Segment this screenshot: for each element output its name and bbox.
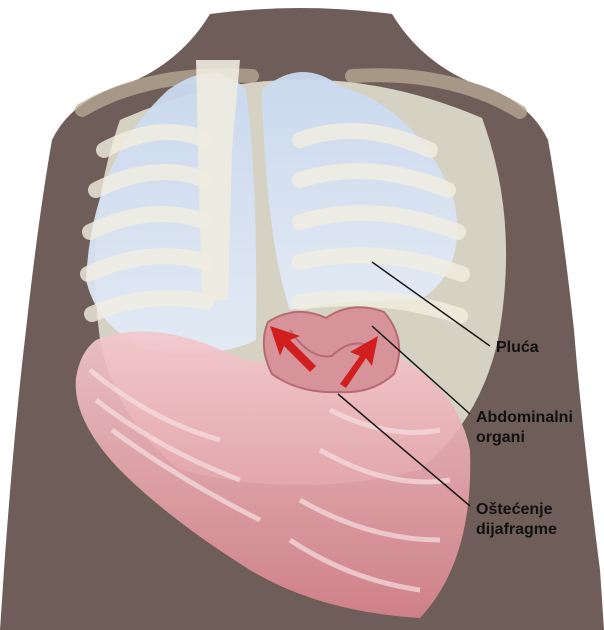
label-abdominal-organs-line2: organi	[476, 428, 573, 448]
label-diaphragm-damage: Oštećenje dijafragme	[476, 500, 557, 540]
label-diaphragm-damage-line2: dijafragme	[476, 520, 557, 540]
label-abdominal-organs-line1: Abdominalni	[476, 408, 573, 428]
label-lungs: Pluća	[496, 338, 539, 358]
label-diaphragm-damage-line1: Oštećenje	[476, 500, 557, 520]
label-lungs-text: Pluća	[496, 339, 539, 356]
label-abdominal-organs: Abdominalni organi	[476, 408, 573, 448]
abdominal-organs	[264, 307, 399, 392]
